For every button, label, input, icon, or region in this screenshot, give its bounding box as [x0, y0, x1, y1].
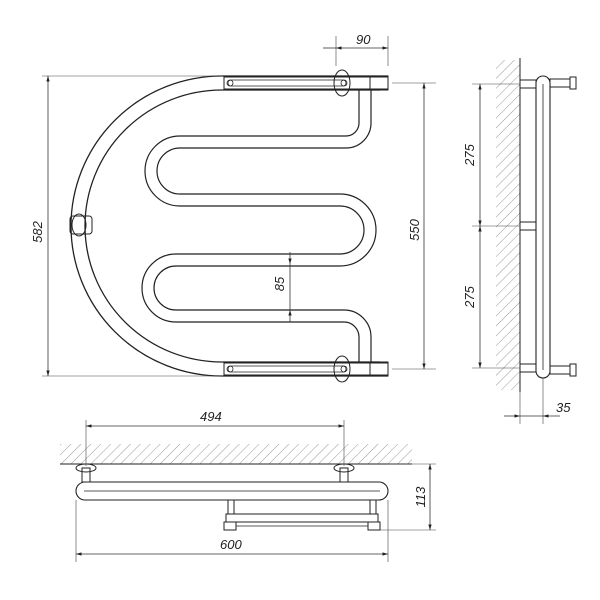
- bottom-bracket: [223, 355, 389, 383]
- dim-top-offset-label: 90: [356, 32, 371, 47]
- side-view: [496, 58, 577, 392]
- dim-side-upper-label: 275: [462, 143, 477, 166]
- top-view: [60, 444, 412, 531]
- valve-bottom: [549, 363, 577, 377]
- valve-assembly-top-view: [223, 499, 381, 531]
- valve-top: [549, 76, 577, 90]
- dim-mount-span-label: 550: [407, 218, 422, 240]
- side-mount: [69, 213, 93, 237]
- dim-depth: 113: [380, 463, 436, 531]
- dim-bend-pitch: 85: [272, 252, 292, 322]
- dim-total-height: 582: [30, 75, 222, 377]
- front-view: [69, 69, 389, 383]
- dim-wall-offset: 35: [504, 378, 571, 424]
- dim-side-lower-label: 275: [462, 285, 477, 308]
- dim-mount-width-label: 494: [200, 409, 222, 424]
- dim-bend-pitch-label: 85: [272, 276, 287, 291]
- dim-total-width-label: 600: [220, 537, 242, 552]
- dim-side-upper: 275: [462, 83, 520, 227]
- dim-top-offset: 90: [323, 32, 389, 66]
- wall-hatch-top: [60, 444, 412, 464]
- dim-total-width: 600: [75, 500, 389, 562]
- dim-mount-span: 550: [392, 82, 436, 370]
- wall-hatch: [496, 60, 520, 390]
- dim-mount-width: 494: [85, 409, 345, 466]
- dim-wall-offset-label: 35: [556, 400, 571, 415]
- outer-rail: [70, 75, 388, 377]
- dim-side-lower: 275: [462, 226, 520, 369]
- top-bracket: [223, 69, 389, 97]
- dim-depth-label: 113: [413, 486, 428, 507]
- dim-total-height-label: 582: [30, 220, 45, 242]
- serpentine-tube: [141, 90, 377, 362]
